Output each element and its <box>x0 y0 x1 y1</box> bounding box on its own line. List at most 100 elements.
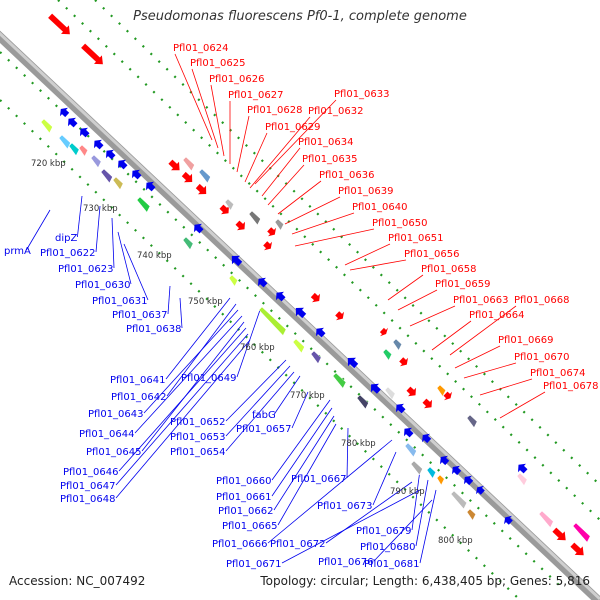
gene-label-blue[interactable]: Pfl01_0653 <box>170 432 226 443</box>
gene-label-blue[interactable]: Pfl01_0667 <box>291 474 347 485</box>
gene-feature-box[interactable] <box>198 168 211 184</box>
forward-gene-arrow[interactable] <box>552 527 566 541</box>
reverse-gene-arrow[interactable] <box>118 159 128 170</box>
reverse-gene-arrow[interactable] <box>422 433 432 444</box>
forward-gene-arrow[interactable] <box>195 183 207 195</box>
gene-label-blue[interactable]: Pfl01_0645 <box>86 447 142 458</box>
gene-label-red[interactable]: Pfl01_0635 <box>302 154 358 165</box>
forward-gene-arrow[interactable] <box>168 159 180 171</box>
gene-label-red[interactable]: Pfl01_0674 <box>530 368 586 379</box>
gene-label-blue[interactable]: Pfl01_0676 <box>318 557 374 568</box>
gene-label-red[interactable]: Pfl01_0651 <box>388 233 444 244</box>
forward-gene-arrow[interactable] <box>443 391 453 401</box>
forward-gene-arrow[interactable] <box>235 220 246 231</box>
gene-label-red[interactable]: Pfl01_0670 <box>514 352 570 363</box>
gene-feature-box[interactable] <box>310 350 322 365</box>
reverse-gene-arrow[interactable] <box>60 107 70 118</box>
gene-feature-box[interactable] <box>248 210 261 226</box>
forward-gene-arrow[interactable] <box>335 311 344 321</box>
gene-label-red[interactable]: Pfl01_0663 <box>453 295 509 306</box>
gene-label-red[interactable]: Pfl01_0678 <box>543 381 599 392</box>
gene-label-blue[interactable]: dipZ <box>55 233 77 244</box>
gene-feature-box[interactable] <box>384 386 396 401</box>
reverse-gene-arrow[interactable] <box>295 307 307 319</box>
forward-gene-arrow[interactable] <box>399 357 408 367</box>
reverse-gene-arrow[interactable] <box>440 455 450 466</box>
reverse-gene-arrow[interactable] <box>276 291 286 302</box>
gene-label-red[interactable]: Pfl01_0668 <box>514 295 570 306</box>
gene-label-blue[interactable]: Pfl01_0637 <box>112 310 168 321</box>
gene-feature-box[interactable] <box>332 372 347 389</box>
gene-feature-box[interactable] <box>466 414 478 429</box>
gene-label-blue[interactable]: Pfl01_0672 <box>270 539 326 550</box>
gene-feature-box[interactable] <box>572 522 591 543</box>
gene-feature-box[interactable] <box>112 176 124 191</box>
gene-feature-box[interactable] <box>404 442 417 458</box>
gene-feature-box[interactable] <box>58 134 71 150</box>
gene-feature-box[interactable] <box>90 154 102 169</box>
gene-label-blue[interactable]: fabG <box>252 410 276 421</box>
gene-feature-box[interactable] <box>40 118 53 134</box>
gene-label-red[interactable]: Pfl01_0659 <box>435 279 491 290</box>
gene-feature-box[interactable] <box>224 198 234 211</box>
gene-label-blue[interactable]: Pfl01_0641 <box>110 375 166 386</box>
gene-label-blue[interactable]: Pfl01_0644 <box>79 429 135 440</box>
forward-gene-arrow[interactable] <box>422 398 433 409</box>
gene-label-red[interactable]: Pfl01_0629 <box>265 122 321 133</box>
reverse-gene-arrow[interactable] <box>106 149 116 160</box>
gene-label-red[interactable]: Pfl01_0658 <box>421 264 477 275</box>
gene-label-blue[interactable]: Pfl01_0671 <box>226 559 282 570</box>
gene-label-blue[interactable]: Pfl01_0631 <box>92 296 148 307</box>
forward-gene-arrow[interactable] <box>379 327 388 337</box>
forward-gene-arrow[interactable] <box>219 204 230 215</box>
gene-label-red[interactable]: Pfl01_0640 <box>352 202 408 213</box>
reverse-gene-arrow[interactable] <box>476 485 485 495</box>
gene-label-red[interactable]: Pfl01_0633 <box>334 89 390 100</box>
gene-label-red[interactable]: Pfl01_0656 <box>404 249 460 260</box>
gene-label-blue[interactable]: Pfl01_0647 <box>60 481 116 492</box>
gene-label-blue[interactable]: prmA <box>4 246 31 257</box>
gene-label-blue[interactable]: Pfl01_0643 <box>88 409 144 420</box>
gene-label-blue[interactable]: Pfl01_0681 <box>364 559 420 570</box>
reverse-gene-arrow[interactable] <box>316 327 326 338</box>
gene-feature-box[interactable] <box>392 338 402 351</box>
gene-label-blue[interactable]: Pfl01_0652 <box>170 417 226 428</box>
gene-label-red[interactable]: Pfl01_0628 <box>247 105 303 116</box>
gene-label-blue[interactable]: Pfl01_0622 <box>40 248 96 259</box>
gene-label-red[interactable]: Pfl01_0632 <box>308 106 364 117</box>
forward-gene-arrow[interactable] <box>267 227 276 237</box>
forward-gene-arrow[interactable] <box>263 241 272 251</box>
reverse-gene-arrow[interactable] <box>371 383 381 394</box>
gene-label-blue[interactable]: Pfl01_0662 <box>218 506 274 517</box>
gene-feature-box[interactable] <box>136 196 151 213</box>
gene-label-blue[interactable]: Pfl01_0654 <box>170 447 226 458</box>
reverse-gene-arrow[interactable] <box>68 117 78 128</box>
gene-feature-box[interactable] <box>450 490 468 510</box>
reverse-gene-arrow[interactable] <box>194 223 204 234</box>
gene-label-blue[interactable]: Pfl01_0646 <box>63 467 119 478</box>
gene-label-blue[interactable]: Pfl01_0642 <box>111 392 167 403</box>
gene-label-blue[interactable]: Pfl01_0665 <box>222 521 278 532</box>
forward-gene-arrow[interactable] <box>48 13 70 35</box>
reverse-gene-arrow[interactable] <box>404 427 414 438</box>
gene-feature-box[interactable] <box>182 156 195 172</box>
gene-label-red[interactable]: Pfl01_0625 <box>190 58 246 69</box>
gene-feature-box[interactable] <box>228 274 238 287</box>
gene-feature-box[interactable] <box>426 466 436 479</box>
gene-label-red[interactable]: Pfl01_0669 <box>498 335 554 346</box>
forward-gene-arrow[interactable] <box>310 292 320 303</box>
gene-feature-box[interactable] <box>538 510 554 529</box>
reverse-gene-arrow[interactable] <box>396 403 406 414</box>
reverse-gene-arrow[interactable] <box>132 169 142 180</box>
reverse-gene-arrow[interactable] <box>452 465 462 476</box>
gene-label-blue[interactable]: Pfl01_0649 <box>181 373 237 384</box>
gene-feature-box[interactable] <box>356 394 369 410</box>
gene-label-blue[interactable]: Pfl01_0657 <box>236 424 292 435</box>
gene-label-blue[interactable]: Pfl01_0680 <box>360 542 416 553</box>
gene-feature-box[interactable] <box>68 142 80 157</box>
gene-label-red[interactable]: Pfl01_0639 <box>338 186 394 197</box>
gene-label-blue[interactable]: Pfl01_0623 <box>58 264 114 275</box>
gene-feature-box[interactable] <box>100 168 113 184</box>
gene-feature-box[interactable] <box>436 474 445 486</box>
gene-feature-box[interactable] <box>78 144 88 157</box>
